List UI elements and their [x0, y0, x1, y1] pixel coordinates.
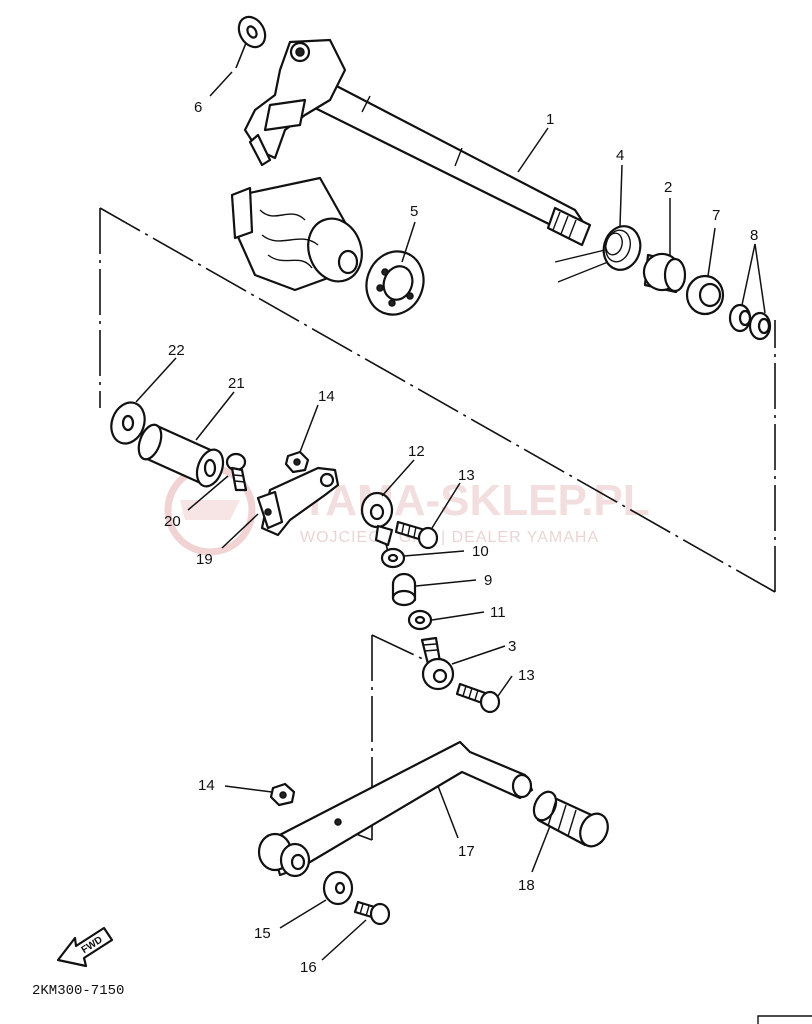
nut-part-12 [407, 609, 433, 631]
callout-6: 7 [712, 207, 720, 224]
callout-1: 1 [546, 111, 554, 128]
rod-part-8 [391, 572, 417, 607]
collar-part-2 [642, 252, 687, 294]
callout-22: 22 [168, 342, 185, 359]
callout-19: 19 [196, 551, 213, 568]
callout-3: 4 [616, 147, 624, 164]
callout-20: 20 [164, 513, 181, 530]
callout-13-lower: 13 [518, 667, 535, 684]
callout-21: 21 [228, 375, 245, 392]
watermark-text: YAMA-SKLEP.PL [300, 476, 650, 525]
callout-12: 11 [490, 604, 506, 621]
nut-part-14-upper [284, 450, 310, 474]
bolt-part-16 [353, 900, 391, 926]
callout-15: 15 [254, 925, 271, 942]
callout-2: 2 [664, 179, 672, 196]
callout-7: 8 [750, 227, 758, 244]
callout-5: 5 [410, 203, 418, 220]
return-spring-part-3 [554, 225, 642, 283]
bolt-part-20 [225, 452, 248, 492]
oil-seal-part-6 [685, 274, 725, 316]
callout-8: 9 [484, 572, 492, 589]
pedal-rubber-part-18 [532, 790, 609, 848]
bushing-part-7 [728, 303, 772, 341]
washer-part-22 [110, 401, 146, 445]
callout-14-lower: 14 [198, 777, 215, 794]
shift-shaft-part-1 [243, 38, 592, 247]
callout-18: 18 [518, 877, 535, 894]
callout-9: 12 [408, 443, 425, 460]
callout-17: 17 [458, 843, 475, 860]
rod-end-part-9 [360, 491, 394, 547]
callout-labels: 6 1 4 2 5 7 8 22 21 14 12 13 20 19 10 9 … [164, 99, 758, 976]
watermark-subtext: WOJCIECH GRZ | DEALER YAMAHA [300, 529, 599, 546]
catalog-code: 2KM300-7150 [32, 983, 124, 999]
screw-part-13-upper [394, 520, 439, 550]
callout-14-upper: 14 [318, 388, 335, 405]
callout-13-upper: 13 [458, 467, 475, 484]
rod-end-part-10 [420, 636, 455, 691]
callout-11: 10 [472, 543, 489, 560]
collar-part-21 [137, 423, 225, 488]
watermark: YAMA-SKLEP.PL WOJCIECH GRZ | DEALER YAMA… [164, 464, 650, 556]
fwd-arrow-icon: FWD [56, 926, 114, 968]
washer-part-4 [237, 15, 267, 49]
screw-part-13-lower [455, 682, 501, 714]
callout-10: 3 [508, 638, 516, 655]
callout-4: 6 [194, 99, 202, 116]
callout-16: 16 [300, 959, 317, 976]
nut-part-11 [380, 547, 406, 569]
nut-part-14-lower [269, 782, 296, 807]
leader-lines [135, 71, 766, 961]
shift-pedal-part-17 [257, 740, 534, 878]
shift-arm-part-19 [256, 466, 340, 537]
shift-drum-part-5 [230, 176, 363, 292]
bearing-part-5 [365, 250, 425, 316]
washer-part-15 [322, 870, 354, 906]
